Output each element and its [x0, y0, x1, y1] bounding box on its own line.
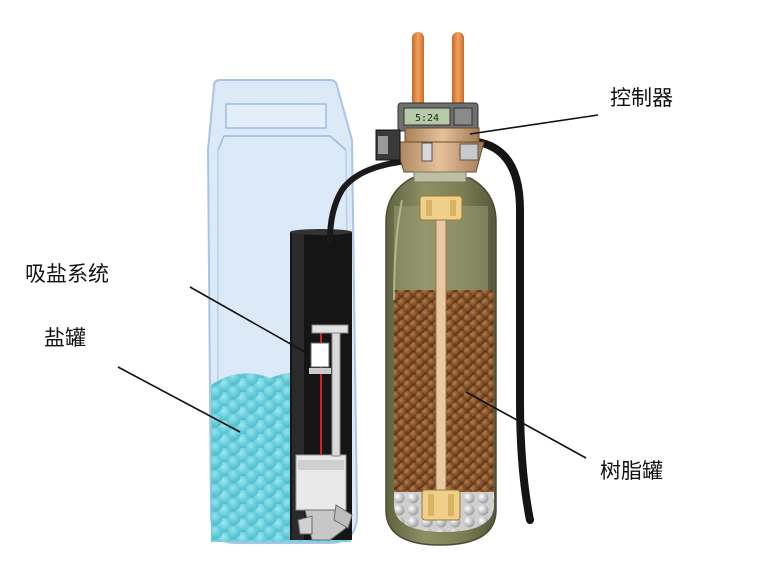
controller-leader-line — [469, 114, 599, 135]
drain-hose — [474, 138, 534, 524]
brine-tank-leader-line — [117, 366, 241, 433]
brine-suction-system-label: 吸盐系统 — [25, 262, 109, 286]
brine-hose — [327, 157, 421, 243]
inlet-outlet-pipes — [412, 32, 464, 112]
brine-tank-label: 盐罐 — [44, 326, 86, 350]
display-readout: 5:24 — [415, 113, 439, 124]
controller-label: 控制器 — [610, 86, 673, 110]
brine-well — [290, 229, 353, 541]
brine-suction-leader-line — [189, 286, 311, 356]
resin-tank-label: 树脂罐 — [600, 459, 663, 483]
resin-tank-leader-line — [465, 391, 587, 459]
control-valve — [375, 102, 485, 183]
resin-tank — [385, 177, 497, 546]
